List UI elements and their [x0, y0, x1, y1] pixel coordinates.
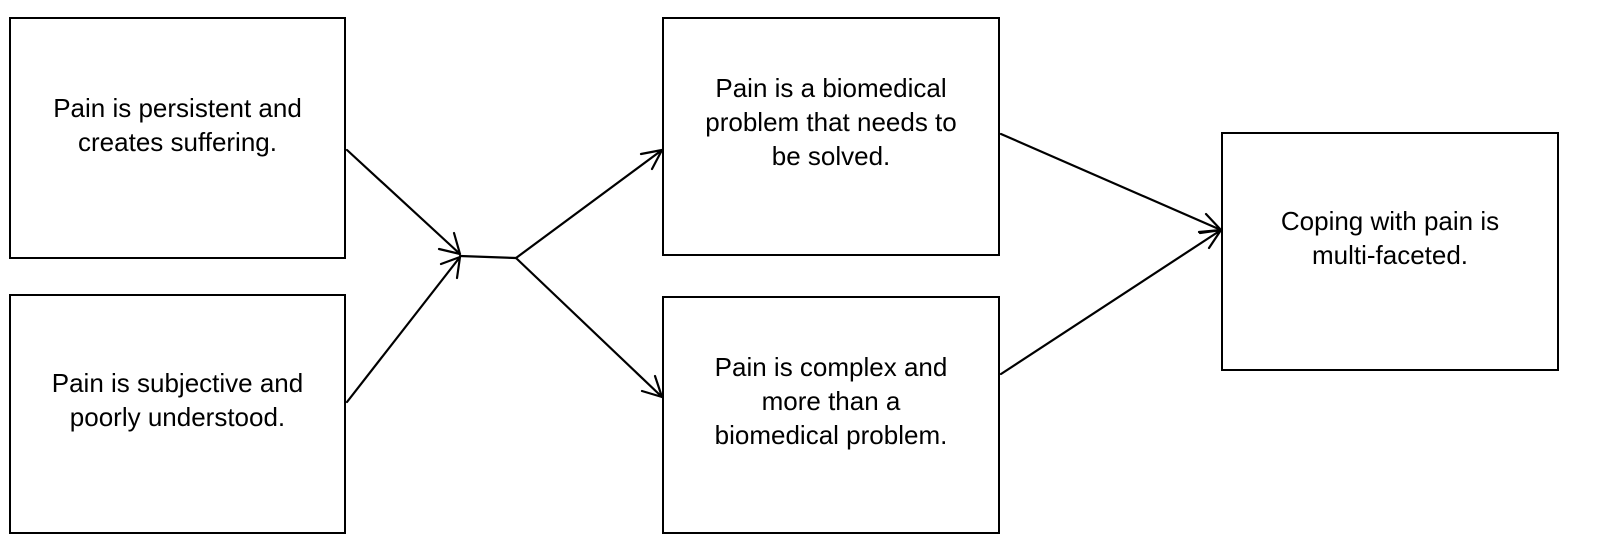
- node-pain-subjective: Pain is subjective and poorly understood…: [9, 294, 346, 534]
- arrow-persistent-to-merge: [345, 148, 462, 256]
- node-pain-persistent-label: Pain is persistent and creates suffering…: [53, 93, 302, 157]
- node-pain-persistent: Pain is persistent and creates suffering…: [9, 17, 346, 259]
- node-pain-complex-label: Pain is complex and more than a biomedic…: [714, 352, 948, 450]
- arrow-merge-to-biomedical: [514, 148, 664, 260]
- arrow-subjective-to-merge: [345, 255, 462, 404]
- node-coping-multifaceted: Coping with pain is multi-faceted.: [1221, 132, 1559, 371]
- node-pain-subjective-label: Pain is subjective and poorly understood…: [51, 368, 304, 432]
- arrow-complex-to-coping: [999, 228, 1223, 376]
- arrow-biomedical-to-coping: [999, 132, 1223, 234]
- node-pain-complex: Pain is complex and more than a biomedic…: [662, 296, 1000, 534]
- arrow-merge-to-complex: [514, 256, 664, 399]
- merge-connector: [458, 254, 518, 260]
- node-pain-biomedical-label: Pain is a biomedical problem that needs …: [705, 73, 957, 171]
- node-coping-multifaceted-label: Coping with pain is multi-faceted.: [1280, 206, 1500, 270]
- node-pain-biomedical: Pain is a biomedical problem that needs …: [662, 17, 1000, 256]
